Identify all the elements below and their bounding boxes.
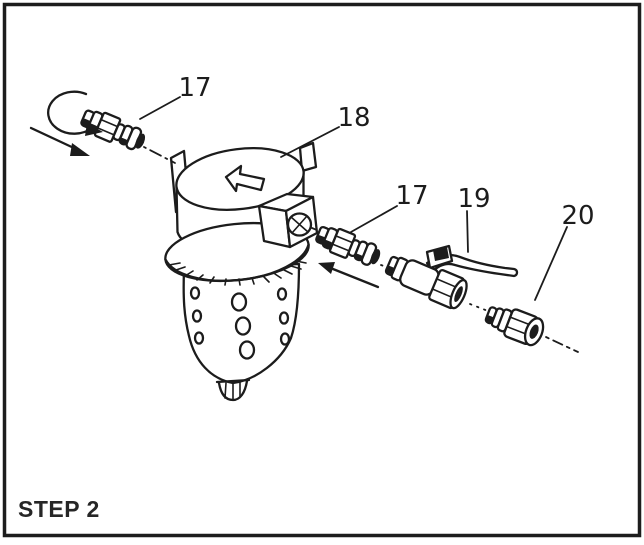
drain-nub xyxy=(215,378,251,402)
outlet-fitting-drawing xyxy=(315,225,381,266)
shutoff-valve-drawing xyxy=(384,244,519,310)
rotate-arrow-icon xyxy=(47,90,103,136)
callout-leader xyxy=(139,96,181,120)
filter-assembly-drawing xyxy=(164,141,325,402)
callout-label-20: 20 xyxy=(561,201,594,231)
axis-dashes-right xyxy=(545,336,579,353)
callout-filter-assembly: 18 xyxy=(280,103,371,158)
callout-hose-fitting: 20 xyxy=(534,201,595,301)
cap-top-face xyxy=(175,147,305,211)
callout-inlet-fitting: 17 xyxy=(139,73,212,120)
callout-leader xyxy=(350,205,398,233)
step-label: STEP 2 xyxy=(18,496,100,522)
callout-label-19: 19 xyxy=(457,184,490,214)
axis-dots-valve xyxy=(469,303,489,312)
figure-border xyxy=(2,2,642,538)
valve-body xyxy=(384,255,468,310)
callout-label-17-outlet: 17 xyxy=(395,181,428,211)
callout-leader xyxy=(280,126,340,158)
callout-leader xyxy=(534,226,568,301)
insert-arrow-left-icon xyxy=(29,126,90,156)
flow-direction-slot-icon xyxy=(224,164,266,193)
handle-bolt xyxy=(433,247,449,261)
inlet-fitting-drawing xyxy=(80,109,146,151)
outlet-port-block xyxy=(257,192,319,249)
axis-line-inlet xyxy=(143,146,176,164)
insert-arrow-right-icon xyxy=(318,262,380,289)
bowl-holes xyxy=(189,286,291,360)
hose-fitting-drawing xyxy=(484,306,545,347)
callout-outlet-fitting: 17 xyxy=(350,181,429,233)
knurl-ticks xyxy=(168,260,307,286)
callout-label-18: 18 xyxy=(337,103,370,133)
callout-label-17-inlet: 17 xyxy=(178,73,211,103)
callout-leader xyxy=(466,210,469,253)
callout-shutoff-valve: 19 xyxy=(457,184,491,253)
